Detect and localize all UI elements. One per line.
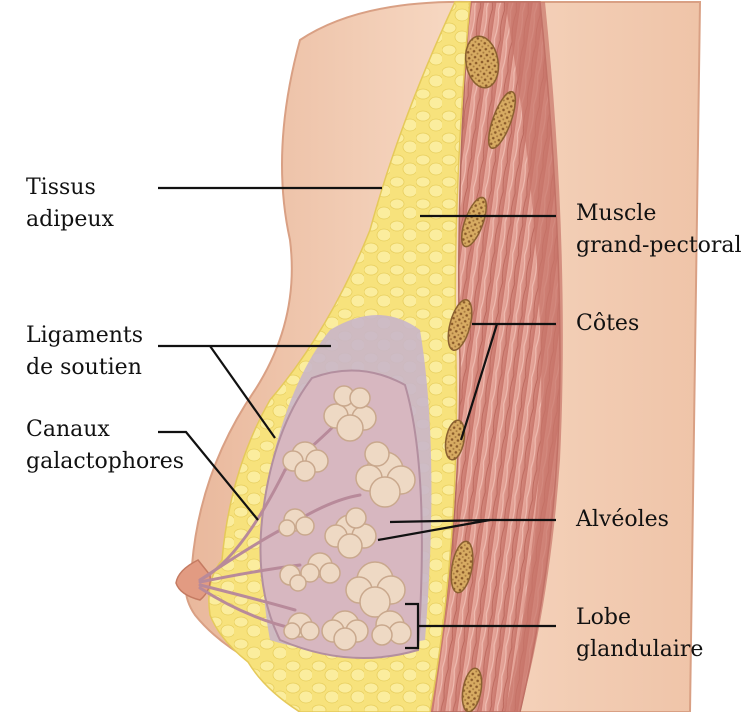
label-canaux: Canaux galactophores [26,414,184,478]
label-muscle: Muscle grand-pectoral [576,198,742,262]
label-alveoles: Alvéoles [576,504,669,536]
label-lobe: Lobe glandulaire [576,602,703,666]
label-tissus-adipeux: Tissus adipeux [26,172,114,236]
label-cotes: Côtes [576,308,639,340]
label-ligaments: Ligaments de soutien [26,320,143,384]
